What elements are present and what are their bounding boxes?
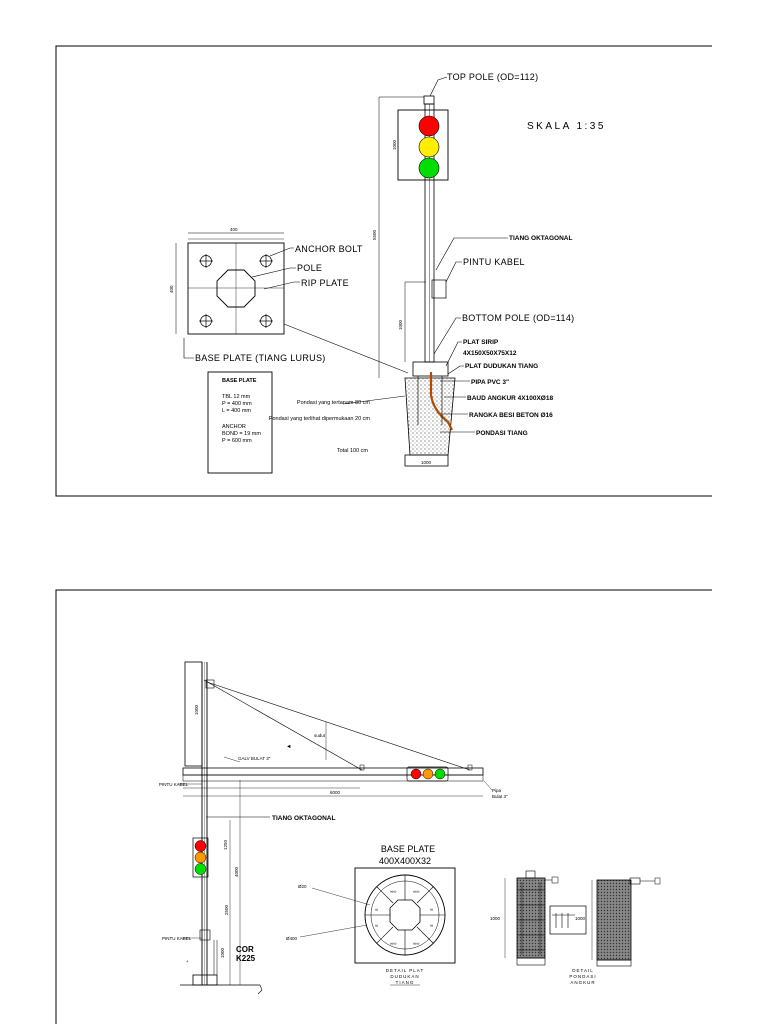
spec-anchor-1: BOND = 19 mm: [222, 431, 261, 437]
svg-text:1000: 1000: [490, 916, 501, 921]
bottom-sheet-border: [55, 589, 712, 1024]
spec-line-1: TBL 12 mm: [222, 394, 251, 400]
arm-green-lamp: [434, 768, 446, 780]
svg-text:1000: 1000: [575, 916, 586, 921]
pintu-kabel-arm-label: PINTU KABEL: [159, 782, 189, 787]
note-total: Total 100 cm: [337, 448, 369, 454]
arm-amber-lamp: [422, 768, 434, 780]
cable-door: [431, 279, 447, 299]
lower-amber-lamp: [194, 851, 207, 864]
baud-angkur-label: BAUD ANGKUR 4X100XØ18: [467, 395, 553, 402]
pvc-pipe: [429, 372, 453, 431]
foundation-notes: Pondasi yang tertanam 80 cm Pondasi yang…: [269, 395, 406, 454]
svg-text:∞∞: ∞∞: [413, 941, 419, 946]
svg-text:sudut: sudut: [314, 733, 326, 738]
spec-anchor-2: P = 600 mm: [222, 438, 252, 444]
green-lamp: [418, 157, 440, 179]
svg-text:1000: 1000: [194, 704, 199, 715]
note-tertanam: Pondasi yang tertanam 80 cm: [297, 400, 370, 406]
yellow-lamp: [418, 136, 440, 158]
top-callouts: TOP POLE (OD=112) TIANG OKTAGONAL PINTU …: [429, 72, 574, 437]
svg-text:◄: ◄: [286, 744, 291, 750]
cor-label: COR: [236, 945, 254, 954]
top-sheet-border: [55, 45, 712, 497]
svg-text:1000: 1000: [392, 139, 397, 150]
svg-text:∞∞: ∞∞: [390, 941, 396, 946]
traffic-light-pole: 5500 1000 1000: [372, 95, 449, 378]
plat-sirip-dim: 4X150X50X75X12: [463, 350, 517, 357]
svg-text:4000: 4000: [234, 866, 239, 877]
angkur-label: ANGKUR: [570, 980, 595, 985]
svg-text:Bulat 3": Bulat 3": [492, 794, 508, 799]
dudukan-label: DUDUKAN: [390, 974, 419, 979]
plat-sirip-label: PLAT SIRIP: [463, 339, 499, 346]
detail-pondasi-label: DETAIL: [572, 968, 593, 973]
svg-text:6000: 6000: [330, 790, 341, 795]
bottom-pole-label: BOTTOM POLE (OD=114): [462, 313, 574, 323]
top-sheet: SKALA 1:35 5500 1000 1000: [55, 45, 712, 497]
tiang-label: TIANG: [396, 980, 415, 985]
svg-text:∞: ∞: [430, 907, 433, 912]
pintu-kabel-label: PINTU KABEL: [463, 257, 525, 267]
svg-text:400: 400: [169, 285, 174, 293]
base-plate-caption: BASE PLATE (TIANG LURUS): [195, 353, 326, 363]
svg-text:∞∞: ∞∞: [390, 889, 396, 894]
svg-text:1000: 1000: [421, 460, 432, 465]
base-plate-dim: 400X400X32: [379, 856, 431, 866]
k225-label: K225: [236, 954, 256, 963]
note-terlihat: Pondasi yang terlihat dipermukaan 20 cm: [269, 416, 371, 422]
svg-text:+: +: [186, 959, 189, 964]
tiang-oktagonal-bottom-label: TIANG OKTAGONAL: [272, 815, 335, 822]
scale-label: SKALA 1:35: [527, 121, 606, 132]
red-lamp: [418, 115, 440, 137]
base-plate-detail: BASE PLATE 400X400X32 ∞∞∞∞ ∞∞ ∞∞ ∞∞∞∞ Ø2…: [286, 844, 456, 986]
svg-text:1250: 1250: [223, 839, 228, 850]
svg-text:1000: 1000: [220, 947, 225, 958]
spec-line-3: L = 400 mm: [222, 408, 251, 414]
top-pole-label: TOP POLE (OD=112): [447, 72, 538, 82]
detail-plat-label: DETAIL PLAT: [386, 968, 424, 973]
svg-text:Ø20: Ø20: [298, 884, 307, 889]
svg-text:∞∞: ∞∞: [413, 889, 419, 894]
signal-head-top: [397, 109, 449, 181]
svg-text:∞: ∞: [375, 907, 378, 912]
foundation-top: 1000: [404, 361, 456, 467]
svg-text:Ø400: Ø400: [286, 936, 298, 941]
svg-text:∞: ∞: [430, 923, 433, 928]
base-plate-title: BASE PLATE: [381, 844, 435, 854]
svg-text:Pipa: Pipa: [492, 788, 502, 793]
spec-line-2: P = 400 mm: [222, 401, 252, 407]
svg-text:1000: 1000: [398, 319, 403, 330]
rip-plate-label: RIP PLATE: [301, 278, 349, 288]
cantilever-pole: 4000 2500 1000 1250 1000 +: [180, 661, 263, 995]
pondasi-label: PONDASI: [569, 974, 596, 979]
spec-title: BASE PLATE: [222, 378, 257, 384]
plat-dudukan-label: PLAT DUDUKAN TIANG: [465, 363, 538, 370]
svg-text:400: 400: [230, 227, 238, 232]
svg-text:∞: ∞: [375, 923, 378, 928]
cantilever-arm: 6000 sudut ◄ GALV BULAT 3" PINTU KABEL P…: [159, 679, 508, 941]
svg-text:2500: 2500: [224, 904, 229, 915]
pondasi-tiang-label: PONDASI TIANG: [476, 430, 528, 437]
svg-text:PINTU KABEL: PINTU KABEL: [162, 936, 192, 941]
pondasi-detail: 1000 1000 DETAIL PONDASI ANGKUR: [490, 870, 661, 985]
galv-bulat-label: GALV BULAT 3": [238, 756, 271, 761]
svg-text:5500: 5500: [372, 229, 377, 240]
spec-anchor-title: ANCHOR: [222, 424, 246, 430]
lower-green-lamp: [194, 863, 207, 875]
arm-red-lamp: [410, 768, 422, 780]
base-plate-plan: 400 400 ANCHOR BOLT POLE RIP PLATE BASE …: [169, 227, 409, 374]
pole-label: POLE: [297, 263, 322, 273]
tiang-oktagonal-label: TIANG OKTAGONAL: [509, 235, 572, 242]
octagon-pole: [216, 269, 256, 308]
base-plate-spec-box: BASE PLATE TBL 12 mm P = 400 mm L = 400 …: [207, 371, 273, 474]
bottom-sheet: 4000 2500 1000 1250 1000 +: [55, 589, 712, 1024]
anchor-bolt-label: ANCHOR BOLT: [295, 244, 363, 254]
rangka-besi-label: RANGKA BESI BETON Ø16: [469, 412, 553, 419]
lower-red-lamp: [194, 840, 207, 852]
pipa-pvc-label: PIPA PVC 3": [471, 379, 509, 386]
signal-head-lower: [192, 837, 209, 878]
